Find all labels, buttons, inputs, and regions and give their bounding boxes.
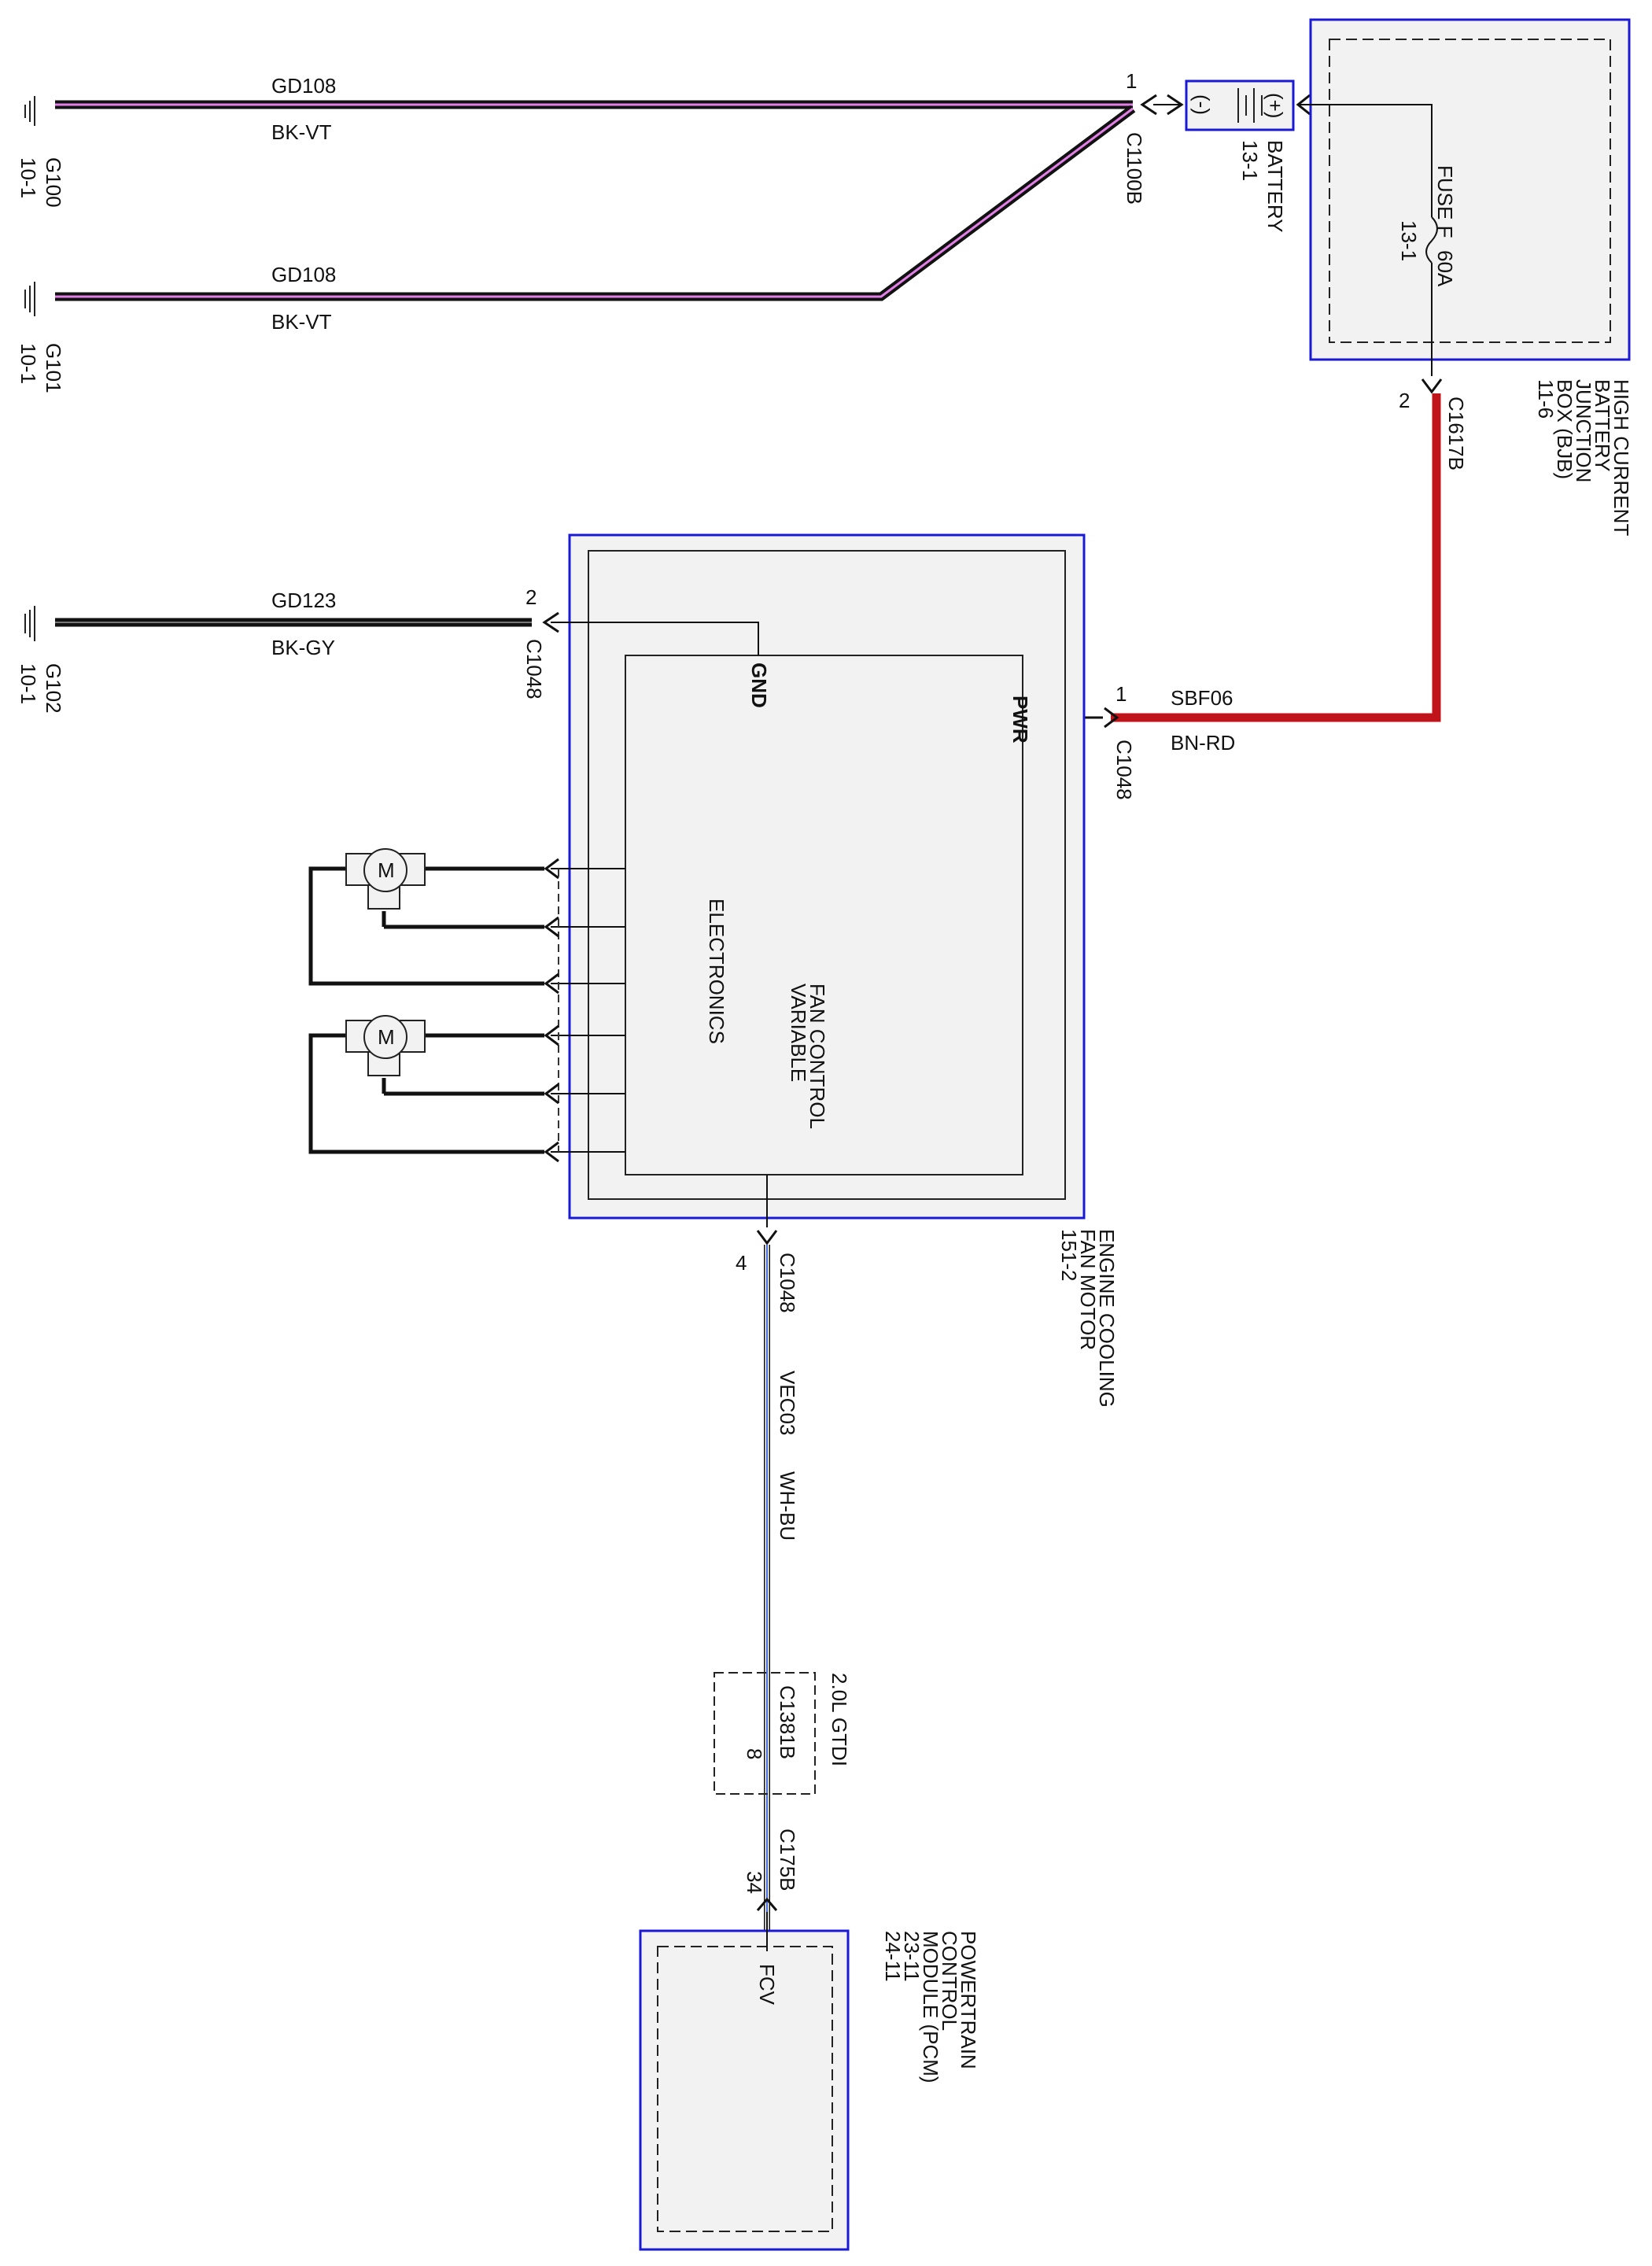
motor-internal-leads	[544, 858, 625, 1163]
pcm-module: FCV POWERTRAIN CONTROL MODULE (PCM) 23-1…	[639, 1912, 980, 2251]
wire-gd108-lower-circuit: GD108	[271, 263, 336, 286]
fan-pwr-label: PWR	[1009, 696, 1032, 744]
wire-gd108-upper: GD108 BK-VT	[55, 74, 1133, 144]
connector-c1048-pwr: 1 C1048	[1104, 682, 1136, 800]
ground-g102-id: G102	[42, 663, 65, 714]
connector-c1048-pwr-pin: 1	[1115, 682, 1127, 706]
pcm-label-5: 24-11	[881, 1931, 905, 1982]
fan-module-label-2: FAN MOTOR	[1076, 1229, 1100, 1350]
ground-symbol-icon	[24, 282, 35, 316]
wire-vec03-circuit: VEC03	[776, 1371, 799, 1435]
wire-sbf06: SBF06 BN-RD	[1111, 393, 1441, 755]
bjb-label-2: BATTERY	[1591, 379, 1614, 472]
wire-sbf06-circuit: SBF06	[1171, 686, 1233, 710]
connector-c1100b-name: C1100B	[1123, 132, 1146, 205]
connector-c1048-gnd: 2 C1048	[522, 585, 559, 699]
ground-symbol-icon	[24, 96, 35, 126]
wire-gd123: GD123 BK-GY	[55, 589, 532, 659]
motor-2-label: M	[378, 1025, 395, 1049]
battery-cells-icon	[1237, 88, 1263, 123]
connector-c1617b-name: C1617B	[1444, 397, 1468, 471]
fuse-ref: 13-1	[1397, 220, 1421, 261]
connector-arrow-icon	[756, 1230, 778, 1246]
connector-c1048-gnd-pin: 2	[525, 585, 537, 609]
connector-c1048-pwr-name: C1048	[1112, 740, 1136, 800]
wire-gd108-upper-color: BK-VT	[271, 120, 332, 144]
motor-1-label: M	[378, 858, 395, 882]
battery-pos-label: (+)	[1263, 93, 1287, 119]
fan-module-label-1: ENGINE COOLING	[1095, 1229, 1119, 1408]
connector-arrow-icon	[1167, 94, 1184, 116]
battery-neg-label: (-)	[1190, 94, 1214, 115]
bjb-label-4: BOX (BJB)	[1553, 379, 1576, 479]
fuse-name: FUSE F	[1433, 165, 1457, 238]
bjb-label-1: HIGH CURRENT	[1610, 379, 1633, 536]
option-label: 2.0L GTDI	[828, 1673, 851, 1766]
fan-gnd-label: GND	[747, 662, 771, 708]
battery: (-) (+) BATTERY 13-1	[1185, 79, 1295, 233]
connector-c175b-name: C175B	[776, 1829, 799, 1891]
connector-c1381b-name: C1381B	[776, 1685, 799, 1759]
connector-c175b-pin: 34	[743, 1871, 766, 1894]
connector-arrow-icon	[1421, 378, 1443, 394]
ground-g100: G100 10-1	[17, 96, 65, 208]
wire-vec03-color: WH-BU	[776, 1471, 799, 1541]
connector-c1381b-pin: 8	[743, 1748, 766, 1759]
connector-arrow-icon	[1140, 94, 1157, 116]
fan-module-label-3: 151-2	[1057, 1229, 1081, 1282]
connector-arrow-icon	[542, 611, 559, 633]
pcm-pin-label: FCV	[755, 1964, 779, 2006]
wire-gd108-lower: GD108 BK-VT	[55, 105, 1136, 334]
pcm-label-1: POWERTRAIN	[957, 1931, 980, 2069]
connector-c1100b-pin: 1	[1126, 69, 1137, 93]
battery-name: BATTERY	[1263, 140, 1287, 233]
motor-connector-arrows-icon	[544, 858, 559, 1163]
connector-c1048-gnd-name: C1048	[522, 639, 546, 699]
connector-c1048-sig: 4 C1048	[736, 1230, 799, 1313]
fan-electronics-line1: FAN CONTROL	[806, 984, 829, 1129]
motor-icon	[363, 1015, 407, 1059]
bjb-label-3: JUNCTION	[1572, 379, 1595, 482]
connector-c1100b: 1 C1100B	[1123, 69, 1184, 205]
pcm-label-2: CONTROL	[938, 1931, 961, 2031]
ground-g101-id: G101	[42, 343, 65, 393]
connector-c1617b: 2 C1617B	[1399, 378, 1468, 471]
wire-gd123-circuit: GD123	[271, 589, 336, 612]
connector-c1617b-pin: 2	[1399, 389, 1410, 412]
wire-sbf06-color: BN-RD	[1171, 731, 1235, 755]
connector-arrow-icon	[1104, 707, 1119, 729]
fan-electronics-line2: VARIABLE	[787, 984, 810, 1082]
ground-g102: G102 10-1	[17, 606, 65, 714]
bjb-label-5: 11-6	[1534, 379, 1558, 419]
fan-motor-module: GND PWR FAN CONTROL VARIABLE ELECTRONICS…	[551, 533, 1119, 1408]
fan-motor-1: M	[308, 848, 544, 986]
battery-ref: 13-1	[1238, 140, 1262, 181]
motor-icon	[363, 848, 407, 892]
wire-gd123-color: BK-GY	[271, 636, 335, 659]
connector-c1381b: 2.0L GTDI C1381B 8	[714, 1672, 851, 1795]
ground-g100-id: G100	[42, 157, 65, 208]
ground-g101: G101 10-1	[17, 282, 65, 393]
connector-c175b: C175B 34	[743, 1829, 799, 1911]
connector-c1048-sig-pin: 4	[736, 1251, 747, 1275]
connector-c1048-sig-name: C1048	[776, 1253, 799, 1313]
bjb-module: FUSE F 60A 13-1 HIGH CURRENT BATTERY JUN…	[1298, 18, 1633, 536]
pcm-label-3: MODULE (PCM)	[919, 1931, 942, 2083]
ground-g102-ref: 10-1	[17, 663, 40, 704]
wire-vec03: VEC03 WH-BU	[764, 1245, 799, 1936]
fan-electronics-line3: ELECTRONICS	[705, 899, 728, 1044]
wire-gd108-lower-color: BK-VT	[271, 310, 332, 334]
connector-arrow-icon	[756, 1897, 778, 1911]
ground-g100-ref: 10-1	[17, 157, 40, 198]
ground-symbol-icon	[24, 606, 35, 641]
fan-motor-2: M	[308, 1015, 544, 1154]
wire-gd108-upper-circuit: GD108	[271, 74, 336, 98]
fuse-icon	[1425, 216, 1438, 264]
fuse-rating: 60A	[1433, 250, 1457, 287]
pcm-label-4: 23-11	[900, 1931, 924, 1982]
ground-g101-ref: 10-1	[17, 343, 40, 384]
